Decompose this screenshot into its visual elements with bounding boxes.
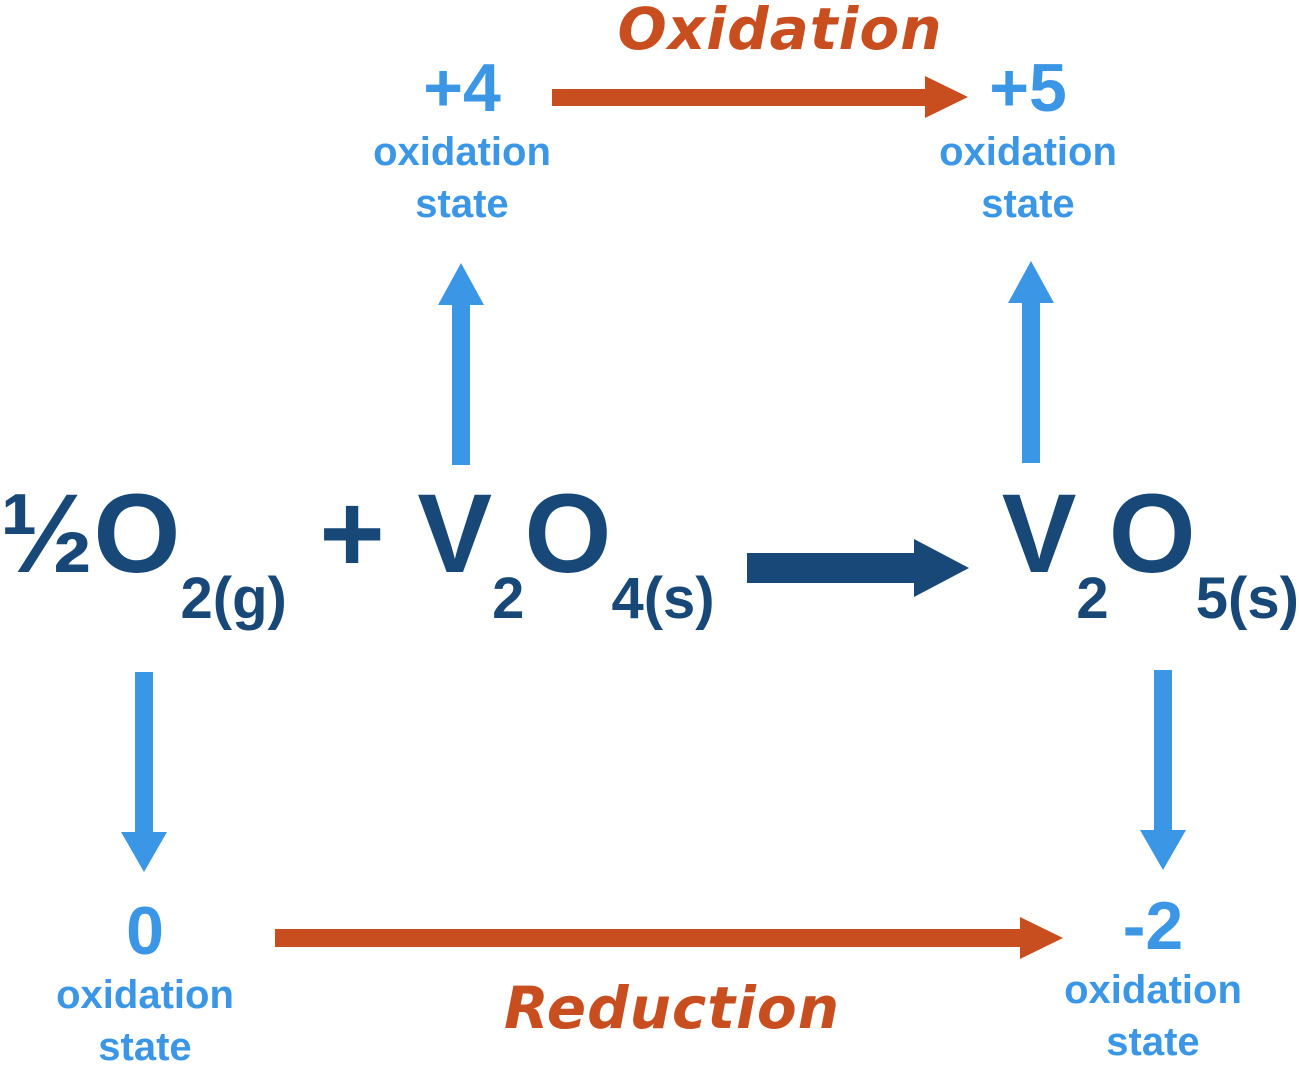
state-zero: 0 oxidation state	[0, 893, 290, 1068]
subscript: 4(s)	[611, 566, 715, 631]
oxidation-state-value: +5	[989, 50, 1067, 126]
arrow-shaft	[135, 672, 153, 832]
element-symbol: O	[524, 471, 612, 596]
oxidation-state-label-line1: oxidation	[56, 973, 234, 1017]
oxidation-arrow-icon	[552, 76, 968, 118]
arrow-head	[121, 832, 167, 872]
oxidation-state-label-line2: state	[1106, 1020, 1200, 1064]
oxidation-state-value: +4	[423, 50, 501, 126]
subscript: 2	[492, 566, 525, 631]
down-arrow-zero-icon	[121, 672, 167, 872]
product-v2o5: V2O5(s)	[1002, 478, 1299, 632]
coefficient: ½	[0, 471, 94, 596]
element-symbol: O	[1108, 471, 1196, 596]
arrow-head	[925, 76, 968, 118]
arrow-shaft	[747, 553, 915, 583]
arrow-head	[1020, 917, 1063, 959]
oxidation-state-label-line1: oxidation	[373, 130, 551, 174]
state-plus4: +4 oxidation state	[312, 50, 612, 230]
arrow-shaft	[1022, 303, 1040, 463]
state-minus2: -2 oxidation state	[1008, 888, 1298, 1068]
reactant-v2o4: V2O4(s)	[417, 478, 714, 632]
arrow-head	[438, 263, 484, 305]
subscript: 5(s)	[1195, 566, 1299, 631]
oxidation-state-label-line2: state	[98, 1025, 192, 1068]
down-arrow-minus2-icon	[1140, 670, 1186, 870]
reactant-half-o2: ½O2(g)	[0, 478, 287, 632]
oxidation-state-value: -2	[1122, 888, 1184, 964]
up-arrow-plus4-icon	[438, 263, 484, 465]
element-symbol: O	[93, 471, 181, 596]
reduction-arrow-icon	[275, 917, 1063, 959]
arrow-shaft	[1154, 670, 1172, 830]
arrow-shaft	[452, 305, 470, 465]
up-arrow-plus5-icon	[1008, 261, 1054, 463]
arrow-head	[1140, 830, 1186, 870]
state-plus5: +5 oxidation state	[878, 50, 1178, 230]
reduction-label: Reduction	[503, 974, 841, 1042]
element-symbol: V	[1001, 471, 1077, 596]
oxidation-label: Oxidation	[617, 0, 943, 63]
arrow-head	[1008, 261, 1054, 303]
chemical-equation: ½O2(g) + V2O4(s) V2O5(s)	[0, 471, 1299, 632]
arrow-shaft	[275, 929, 1020, 947]
oxidation-state-label-line1: oxidation	[1064, 968, 1242, 1012]
plus-sign: +	[319, 471, 385, 596]
arrow-head	[914, 539, 970, 597]
oxidation-state-value: 0	[126, 893, 164, 969]
oxidation-state-label-line2: state	[981, 182, 1075, 226]
element-symbol: V	[417, 471, 493, 596]
subscript: 2	[1076, 566, 1109, 631]
reaction-arrow-icon	[747, 539, 970, 597]
oxidation-state-label-line2: state	[415, 182, 509, 226]
subscript: 2(g)	[180, 566, 287, 631]
oxidation-state-label-line1: oxidation	[939, 130, 1117, 174]
arrow-shaft	[552, 88, 925, 106]
